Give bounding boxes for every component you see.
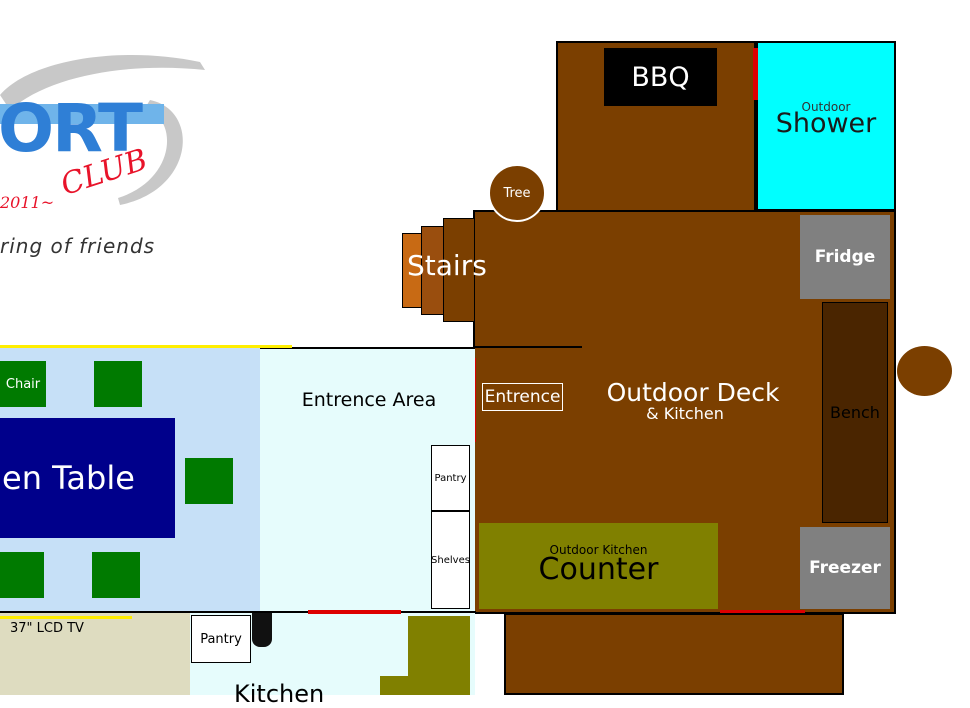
bbq: BBQ bbox=[604, 48, 717, 106]
club-logo bbox=[0, 54, 205, 205]
kitchen-pantry: Pantry bbox=[191, 615, 251, 663]
shower-door bbox=[753, 48, 758, 100]
kitchen-counter bbox=[408, 616, 470, 695]
wall-line bbox=[0, 611, 476, 613]
logo-band bbox=[0, 104, 164, 124]
fridge: Fridge bbox=[800, 215, 890, 299]
shelves: Shelves bbox=[431, 511, 470, 609]
freezer: Freezer bbox=[800, 527, 890, 609]
counter-label: Counter bbox=[538, 552, 659, 587]
stairs-label: Stairs bbox=[407, 249, 487, 282]
logo-tagline: ring of friends bbox=[0, 234, 156, 258]
chair bbox=[94, 361, 142, 407]
entrance-sign: Entrence bbox=[482, 383, 563, 411]
tree: Tree bbox=[488, 164, 546, 222]
dining-table-label: en Table bbox=[2, 459, 135, 497]
outside-planter bbox=[897, 346, 952, 396]
tv-room bbox=[0, 613, 190, 695]
chair bbox=[92, 552, 140, 598]
deck-title: Outdoor Deck bbox=[606, 378, 780, 407]
counter-small-label: Outdoor Kitchen bbox=[549, 543, 648, 557]
deck-bottom-door[interactable] bbox=[720, 610, 805, 615]
chair-labeled: Chair bbox=[0, 361, 46, 407]
kitchen-counter-ext bbox=[380, 676, 410, 695]
logo-swoosh-top bbox=[0, 54, 205, 110]
pantry-cabinet: Pantry bbox=[431, 445, 470, 511]
tv-label: 37" LCD TV bbox=[10, 621, 84, 636]
entrance-area-label: Entrence Area bbox=[301, 389, 437, 411]
kitchen-label: Kitchen bbox=[234, 680, 325, 708]
chair bbox=[185, 458, 233, 504]
kitchen-door[interactable] bbox=[308, 610, 401, 614]
logo-year-text: 2011~ bbox=[0, 193, 55, 212]
tv-highlight bbox=[0, 616, 132, 619]
deck-subtitle: & Kitchen bbox=[646, 404, 724, 423]
stair-step-3 bbox=[443, 218, 475, 322]
lower-deck bbox=[504, 613, 844, 695]
shower-label: Shower bbox=[775, 108, 877, 139]
logo-swoosh-right bbox=[118, 100, 183, 205]
dining-edge-highlight bbox=[0, 345, 292, 348]
outdoor-kitchen-counter bbox=[479, 523, 718, 609]
shower-small-label: Outdoor bbox=[801, 100, 851, 114]
logo-wordmark: ORT bbox=[0, 90, 143, 167]
kitchen-fridge bbox=[252, 613, 272, 647]
dining-table: en Table bbox=[0, 418, 175, 538]
bench: Bench bbox=[822, 302, 888, 523]
chair bbox=[0, 552, 44, 598]
deck-rail bbox=[474, 346, 582, 348]
